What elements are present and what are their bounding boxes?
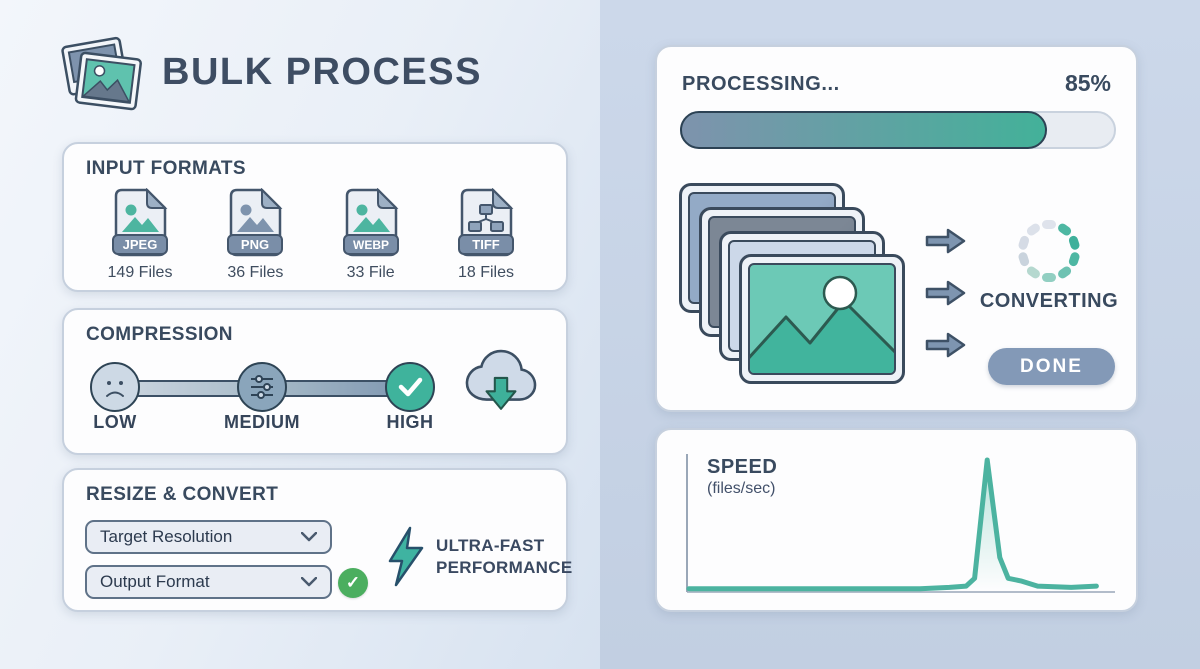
performance-line2: PERFORMANCE [436,558,573,577]
png-file-icon: PNG [227,188,284,257]
chevron-down-icon [301,577,317,587]
format-item-jpeg: JPEG 149 Files [100,188,180,282]
svg-text:TIFF: TIFF [472,237,499,252]
processing-percent: 85% [1064,70,1111,96]
compression-level-high[interactable] [385,362,435,412]
stacked-image-front [739,254,905,384]
compression-level-low[interactable] [90,362,140,412]
format-item-tiff: TIFF 18 Files [446,188,526,282]
converting-status: CONVERTING [979,290,1119,312]
file-count: 36 Files [227,264,284,281]
speed-line [686,457,1099,592]
lightning-bolt-icon [388,526,424,587]
speed-area [689,460,1097,590]
resize-convert-card: RESIZE & CONVERT Target Resolution Outpu… [62,468,572,612]
svg-text:PNG: PNG [241,237,269,252]
arrow-right-icon [925,228,966,254]
speed-subtitle: (files/sec) [707,480,776,497]
cloud-download-icon [460,348,542,419]
arrow-right-icon [925,332,966,358]
performance-line1: ULTRA-FAST [436,536,545,555]
converting-spinner [1018,220,1080,282]
progress-fill [680,111,1048,149]
output-format-value: Output Format [100,572,210,591]
speed-card: SPEED (files/sec) [655,428,1138,612]
input-formats-card: INPUT FORMATS JPEG 149 Files [62,142,568,292]
processing-title: PROCESSING... [682,73,840,95]
tiff-file-icon: TIFF [457,188,514,257]
target-resolution-dropdown[interactable]: Target Resolution [85,520,332,554]
output-format-dropdown[interactable]: Output Format [85,565,332,599]
photos-icon [61,36,142,111]
svg-text:WEBP: WEBP [353,238,389,252]
target-resolution-value: Target Resolution [100,527,233,546]
converting-spinner-g [1018,220,1080,282]
format-item-webp: WEBP 33 File [331,188,411,282]
format-item-png: PNG 36 Files [215,188,295,282]
done-button[interactable]: DONE [988,348,1115,385]
format-valid-check-icon: ✓ [338,568,368,598]
webp-file-icon: WEBP [342,188,399,257]
chevron-down-icon [301,532,317,542]
sad-face-icon [106,381,124,397]
compression-card: COMPRESSION [62,308,568,455]
image-stack [679,183,919,391]
processing-card: PROCESSING... 85% [655,45,1138,412]
speed-chart [686,454,1115,593]
file-count: 33 File [346,264,395,281]
file-count: 149 Files [107,264,173,281]
sliders-icon [251,375,273,399]
compression-title: COMPRESSION [86,324,233,345]
formats-row: JPEG 149 Files PNG 36 Files [64,188,566,282]
jpeg-file-icon: JPEG [112,188,168,257]
speed-title: SPEED [707,456,778,478]
app-title: BULK PROCESS [162,50,482,93]
check-icon [398,377,423,397]
compression-label-low: LOW [93,412,137,432]
input-formats-title: INPUT FORMATS [86,158,247,179]
compression-level-medium[interactable] [237,362,287,412]
performance-badge: ULTRA-FAST PERFORMANCE [386,526,572,588]
mountain-photo-icon [750,275,894,373]
file-count: 18 Files [457,264,514,281]
app-header: BULK PROCESS [56,30,482,114]
compression-label-high: HIGH [386,412,434,432]
progress-bar [680,111,1116,149]
arrow-right-icon [925,280,966,306]
compression-label-medium: MEDIUM [224,412,300,432]
right-panel: PROCESSING... 85% [600,0,1200,669]
left-panel: BULK PROCESS INPUT FORMATS JPEG 149 File… [0,0,600,669]
svg-text:JPEG: JPEG [123,237,158,252]
resize-convert-title: RESIZE & CONVERT [86,484,279,505]
conversion-arrows [925,227,967,383]
